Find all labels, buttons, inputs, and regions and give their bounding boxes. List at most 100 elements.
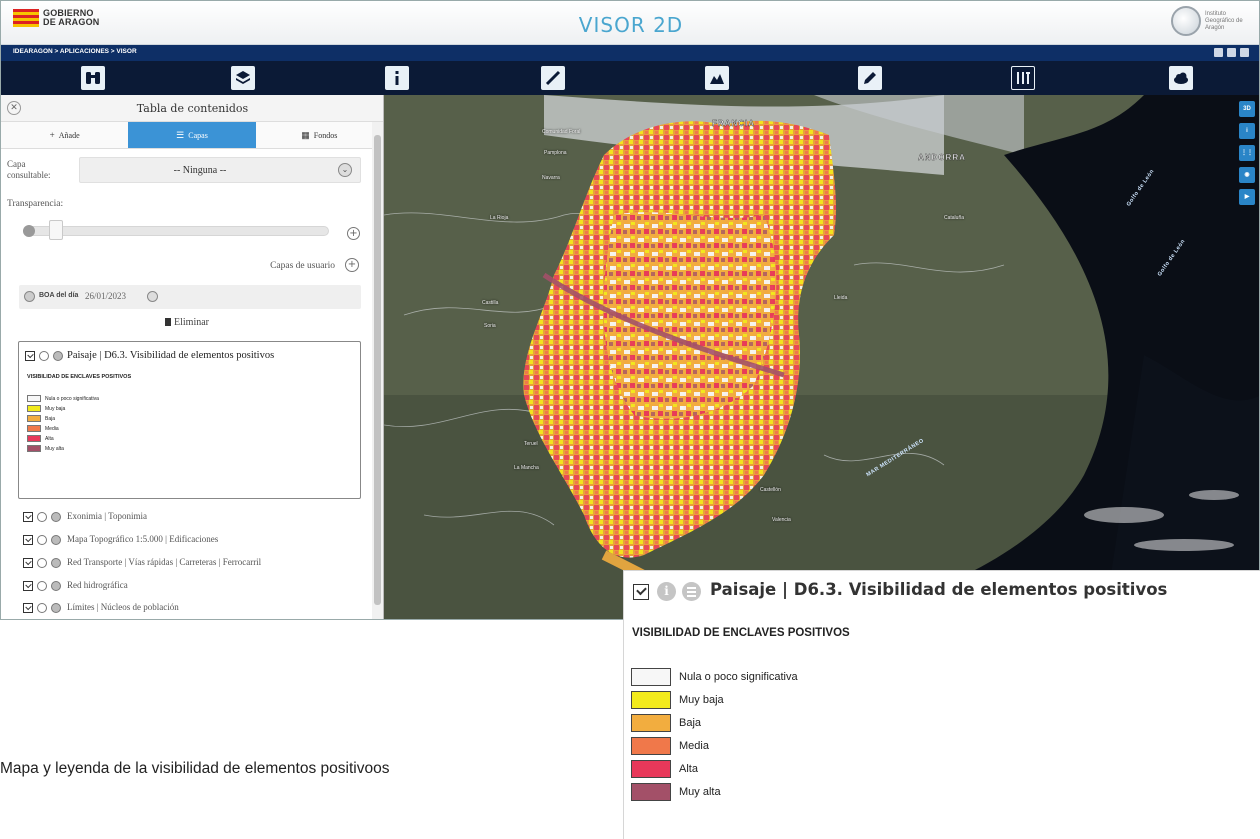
tab-add[interactable]: +Añade — [1, 122, 129, 148]
user-icon[interactable] — [1214, 48, 1223, 57]
layers-icon — [236, 71, 250, 84]
camera-icon[interactable]: ◉ — [1239, 167, 1255, 183]
map-canvas[interactable]: FRANCIA ANDORRA MAR MEDITERRÁNEO Golfo d… — [384, 95, 1259, 619]
legend-label: Nula o poco significativa — [45, 395, 99, 402]
tab-label: Fondos — [313, 131, 338, 140]
legend-swatch — [631, 760, 671, 778]
legend-icon[interactable] — [53, 351, 63, 361]
boa-layer-row[interactable]: BOA del día 26/01/2023 — [19, 285, 361, 309]
info-icon[interactable]: i — [657, 582, 676, 601]
layer-label: Mapa Topográfico 1:5.000 | Edificaciones — [67, 534, 219, 544]
video-icon[interactable]: ▶ — [1239, 189, 1255, 205]
legend-swatch — [631, 668, 671, 686]
legend-label: Muy alta — [45, 445, 64, 452]
info-icon[interactable] — [37, 512, 47, 522]
layer-checkbox[interactable] — [23, 581, 33, 591]
layer-row[interactable]: Mapa Topográfico 1:5.000 | Edificaciones — [23, 534, 363, 548]
header-actions — [1214, 48, 1249, 57]
main-toolbar — [1, 61, 1259, 95]
layer-checkbox[interactable] — [23, 512, 33, 522]
measure-button[interactable] — [541, 66, 565, 90]
delete-button[interactable]: Eliminar — [1, 317, 373, 328]
legend-list-icon[interactable] — [682, 582, 701, 601]
layer-row[interactable]: Exonimia | Toponimia — [23, 511, 363, 525]
layer-checkbox[interactable] — [633, 584, 649, 600]
add-user-layer-icon[interactable]: + — [345, 258, 359, 272]
layer-label: Límites | Núcleos de población — [67, 602, 179, 612]
legend-layer-title: Paisaje | D6.3. Visibilidad de elementos… — [710, 580, 1168, 599]
queryable-layer-label: Capa consultable: — [7, 159, 51, 180]
legend-swatch — [27, 445, 41, 452]
logo-text-line1: GOBIERNO — [43, 8, 94, 18]
expand-icon[interactable] — [24, 291, 35, 302]
aragon-flag-icon — [13, 9, 39, 27]
gobierno-aragon-logo[interactable]: GOBIERNO DE ARAGON — [13, 9, 99, 27]
layer-checkbox[interactable] — [23, 603, 33, 613]
legend-swatch — [631, 783, 671, 801]
place-label: La Rioja — [490, 215, 509, 221]
place-label: Valencia — [772, 517, 791, 523]
legend-icon[interactable] — [51, 558, 61, 568]
info-icon[interactable] — [39, 351, 49, 361]
legend-swatch — [631, 691, 671, 709]
plus-icon[interactable]: + — [347, 227, 360, 240]
tab-label: Capas — [188, 131, 208, 140]
info-icon[interactable]: i — [1239, 123, 1255, 139]
help-icon[interactable] — [1240, 48, 1249, 57]
layer-label: Red hidrográfica — [67, 580, 128, 590]
date-picker-icon[interactable] — [147, 291, 158, 302]
draw-button[interactable] — [858, 66, 882, 90]
legend-icon[interactable] — [51, 603, 61, 613]
layer-row[interactable]: Red Transporte | Vías rápidas | Carreter… — [23, 557, 363, 571]
binoculars-button[interactable] — [81, 66, 105, 90]
info-button[interactable] — [385, 66, 409, 90]
info-icon[interactable] — [37, 581, 47, 591]
breadcrumb[interactable]: IDEARAGON > APLICACIONES > VISOR — [13, 48, 137, 55]
queryable-layer-select[interactable]: -- Ninguna -- ⌄ — [79, 157, 361, 183]
map-controls: 3D i ⋮⋮ ◉ ▶ — [1239, 101, 1255, 205]
sidebar-scroll-thumb[interactable] — [374, 135, 381, 605]
weather-button[interactable] — [1169, 66, 1193, 90]
place-label: Cataluña — [944, 215, 965, 221]
tab-basemaps[interactable]: ▦Fondos — [255, 122, 383, 148]
legend-title: VISIBILIDAD DE ENCLAVES POSITIVOS — [27, 374, 132, 380]
grid-icon[interactable]: ⋮⋮ — [1239, 145, 1255, 161]
route-icon — [1017, 72, 1030, 84]
close-icon[interactable]: ✕ — [7, 101, 21, 115]
legend-icon[interactable] — [51, 512, 61, 522]
transparency-slider-thumb[interactable] — [49, 220, 63, 240]
layer-row[interactable]: Red hidrográfica — [23, 580, 363, 594]
profile-button[interactable] — [705, 66, 729, 90]
figure-caption: Mapa y leyenda de la visibilidad de elem… — [0, 760, 390, 777]
layer-checkbox[interactable] — [25, 351, 35, 361]
layers-button[interactable] — [231, 66, 255, 90]
print-icon[interactable] — [1227, 48, 1236, 57]
legend-swatch — [631, 737, 671, 755]
info-icon[interactable] — [37, 535, 47, 545]
info-icon[interactable] — [37, 603, 47, 613]
legend-icon[interactable] — [51, 535, 61, 545]
layer-checkbox[interactable] — [23, 558, 33, 568]
3d-toggle-button[interactable]: 3D — [1239, 101, 1255, 117]
layer-label: Exonimia | Toponimia — [67, 511, 147, 521]
legend-item: Nula o poco significativa — [27, 394, 99, 403]
transparency-slider-track[interactable] — [23, 226, 329, 236]
place-label: Soria — [484, 323, 496, 329]
trash-icon — [165, 318, 171, 326]
legend-label: Alta — [45, 435, 54, 442]
route-button[interactable] — [1011, 66, 1035, 90]
layer-checkbox[interactable] — [23, 535, 33, 545]
tab-layers[interactable]: ☰Capas — [128, 122, 256, 148]
ign-logo[interactable]: Instituto Geográfico de Aragón — [1171, 6, 1243, 36]
legend-item: Baja — [27, 414, 55, 423]
legend-swatch — [27, 425, 41, 432]
place-label: La Mancha — [514, 465, 539, 471]
layer-row[interactable]: Límites | Núcleos de población — [23, 602, 363, 616]
minus-icon[interactable] — [23, 225, 35, 237]
user-layers-label[interactable]: Capas de usuario — [270, 261, 335, 271]
cloud-icon — [1174, 72, 1188, 84]
info-icon[interactable] — [37, 558, 47, 568]
legend-icon[interactable] — [51, 581, 61, 591]
binoculars-icon — [86, 72, 100, 84]
country-label: ANDORRA — [918, 153, 966, 162]
